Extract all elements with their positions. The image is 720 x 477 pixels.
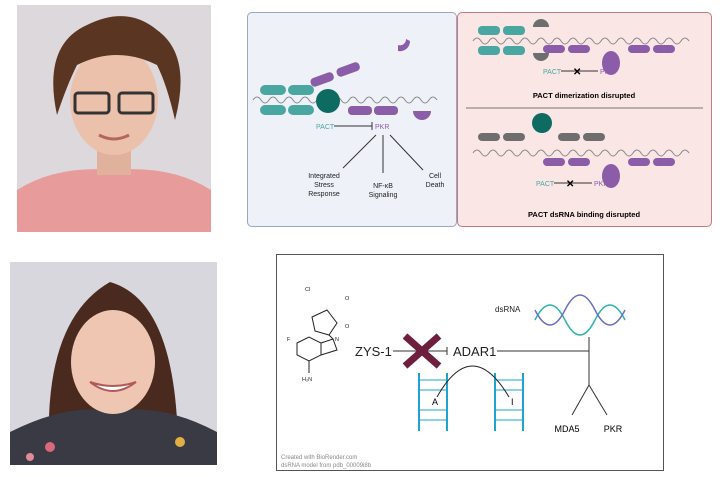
dsrna-label: dsRNA xyxy=(495,305,521,314)
portrait-photo-man xyxy=(17,5,211,232)
pkr-label: PKR xyxy=(600,69,614,76)
pact-label: PACT xyxy=(316,124,335,131)
outcome-label: Signaling xyxy=(369,192,398,199)
zys1-adar1-diagram: Cl O O F N H₂N ZYS-1 ADAR1 dsRNA A I MDA… xyxy=(281,287,626,469)
portrait-photo-woman xyxy=(10,262,217,465)
portrait-illustration xyxy=(17,5,211,232)
outcome-label: Stress xyxy=(314,182,334,189)
rna-ladder-i xyxy=(494,373,524,431)
base-a-label: A xyxy=(432,397,438,407)
inhibition-x-icon xyxy=(402,333,442,369)
outcome-label: Cell xyxy=(429,173,442,180)
output-pkr: PKR xyxy=(604,424,623,434)
caption-dimerization: PACT dimerization disrupted xyxy=(533,91,636,100)
outcome-label: Death xyxy=(426,182,445,189)
pact-dimer xyxy=(316,89,340,113)
atom-label: N xyxy=(335,337,339,343)
atom-label: O xyxy=(345,296,350,302)
editing-arrow xyxy=(436,365,510,398)
atom-label: Cl xyxy=(305,287,310,293)
credit-line: Created with BioRender.com xyxy=(281,455,357,461)
blocked-x-icon: ✕ xyxy=(566,179,574,190)
pact-pkr-pathway-diagram: PACT PKR Integrated Stress Response NF-κ… xyxy=(252,39,445,199)
pact-disruption-diagram: PACT ✕ PKR PACT dimerization disrupted P… xyxy=(466,19,703,219)
atom-label: H₂N xyxy=(302,377,312,383)
portrait-illustration xyxy=(10,262,217,465)
dsrna-helix xyxy=(534,294,626,336)
credit-line: dsRNA model from pdb_00009i8b xyxy=(281,463,372,469)
zys1-adar1-panel: Cl O O F N H₂N ZYS-1 ADAR1 dsRNA A I MDA… xyxy=(276,254,664,471)
output-mda5: MDA5 xyxy=(554,424,579,434)
atom-label: F xyxy=(287,337,291,343)
outcome-label: Integrated xyxy=(308,173,340,180)
pkr-label: PKR xyxy=(594,181,608,188)
compound-label: ZYS-1 xyxy=(355,344,392,359)
pact-domains xyxy=(260,85,314,115)
zys1-chemical-structure xyxy=(296,309,338,373)
caption-dsrna-binding: PACT dsRNA binding disrupted xyxy=(528,210,640,219)
base-i-label: I xyxy=(511,397,514,407)
enzyme-label: ADAR1 xyxy=(453,344,496,359)
atom-label: O xyxy=(345,324,350,330)
dsrna-strand xyxy=(252,96,438,104)
pact-label: PACT xyxy=(543,69,562,76)
pkr-label: PKR xyxy=(375,124,389,131)
pact-label: PACT xyxy=(536,181,555,188)
outcome-label: Response xyxy=(308,191,340,198)
pact-disruption-panel: PACT ✕ PKR PACT dimerization disrupted P… xyxy=(457,12,712,227)
pkr-domains xyxy=(310,39,431,120)
pact-pkr-normal-panel: PACT PKR Integrated Stress Response NF-κ… xyxy=(247,12,457,227)
outcome-label: NF-κB xyxy=(373,183,393,190)
blocked-x-icon: ✕ xyxy=(573,67,581,78)
